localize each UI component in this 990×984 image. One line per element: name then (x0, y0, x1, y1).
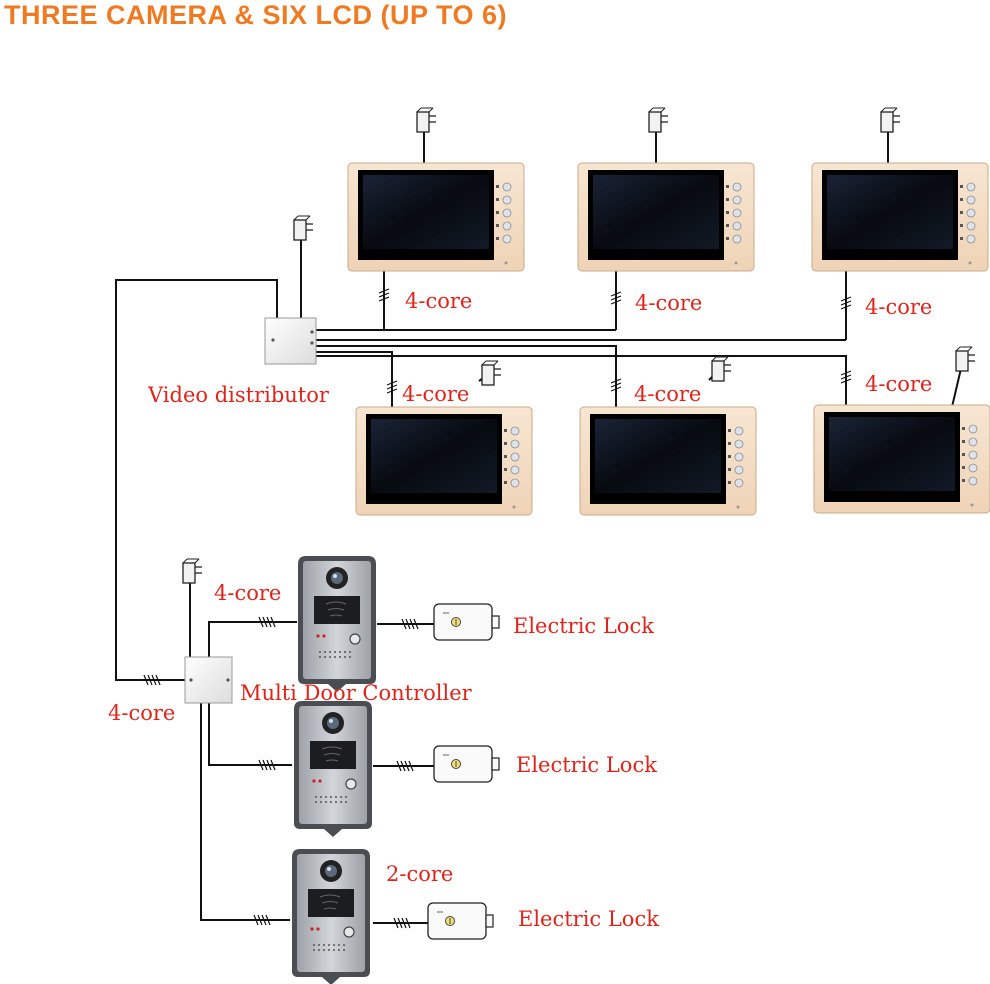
label-electric-lock: Electric Lock (513, 614, 654, 638)
label-4-core: 4-core (405, 289, 472, 313)
indoor-monitor (347, 162, 525, 272)
power-adapter-icon (955, 346, 976, 372)
indoor-monitor (811, 162, 989, 272)
power-adapter-icon (880, 107, 901, 133)
electric-lock-icon (433, 603, 500, 641)
label-4-core: 4-core (402, 382, 469, 406)
electric-lock-icon (427, 902, 494, 940)
label-4-core: 4-core (634, 382, 701, 406)
video-distributor-box (264, 317, 317, 365)
door-station-camera (291, 848, 371, 984)
power-adapter-icon (481, 360, 502, 386)
door-station-camera (297, 555, 377, 693)
indoor-monitor (579, 406, 757, 516)
power-adapter-icon (182, 558, 203, 584)
label-4-core: 4-core (635, 291, 702, 315)
page-title: THREE CAMERA & SIX LCD (UP TO 6) (4, 0, 508, 30)
label-electric-lock: Electric Lock (518, 907, 659, 931)
indoor-monitor (813, 404, 990, 514)
door-station-camera (293, 700, 373, 838)
multi-door-controller-box (184, 656, 233, 704)
label-multi-door-controller: Multi Door Controller (240, 681, 473, 705)
label-4-core: 4-core (214, 581, 281, 605)
label-electric-lock: Electric Lock (516, 753, 657, 777)
label-4-core: 4-core (865, 295, 932, 319)
labels: 4-core 4-core 4-core Video distributor 4… (108, 289, 932, 931)
power-adapter-icon (711, 356, 732, 382)
electric-lock-icon (433, 745, 500, 783)
power-adapter-icon (416, 107, 437, 133)
label-2-core: 2-core (386, 862, 453, 886)
electric-locks (427, 603, 500, 940)
label-4-core: 4-core (108, 701, 175, 725)
label-4-core: 4-core (865, 372, 932, 396)
label-video-distributor: Video distributor (147, 383, 330, 407)
power-adapter-icon (293, 215, 314, 241)
power-adapter-icon (648, 107, 669, 133)
door-stations (291, 555, 377, 984)
indoor-monitor (355, 406, 533, 516)
indoor-monitor (577, 162, 755, 272)
